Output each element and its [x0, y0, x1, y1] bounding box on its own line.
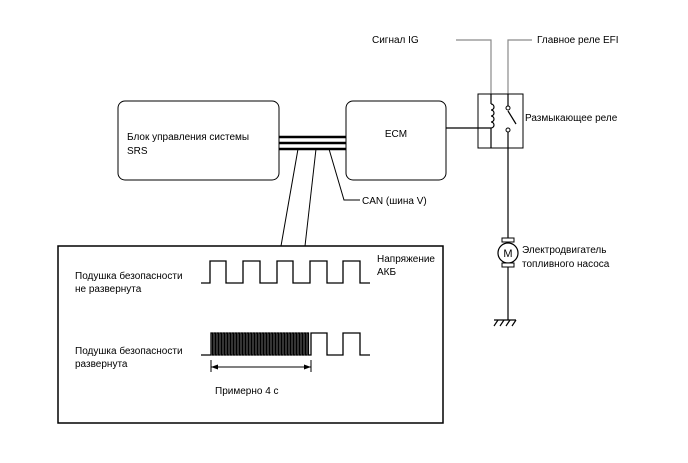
motor-symbol: M	[503, 248, 512, 260]
can-bus-label: CAN (шина V)	[362, 196, 427, 207]
callout-line-left	[280, 148, 299, 247]
ecm-label: ECM	[385, 129, 407, 140]
srs-unit-label-2: SRS	[127, 146, 148, 157]
duration-label: Примерно 4 с	[215, 386, 279, 397]
cutoff-relay-box	[477, 93, 524, 149]
relay-contact-icon	[505, 94, 517, 148]
can-bus-lines	[279, 135, 346, 151]
ig-signal-label: Сигнал IG	[372, 35, 419, 46]
cutoff-relay-label: Размыкающее реле	[525, 113, 618, 124]
fuel-pump-label-2: топливного насоса	[522, 259, 610, 270]
relay-coil-icon	[490, 94, 495, 148]
callout-line-right	[304, 148, 317, 247]
fuel-pump-label-1: Электродвигатель	[522, 245, 606, 256]
not-deployed-label-2: не развернута	[75, 284, 142, 295]
battery-voltage-label-2: АКБ	[377, 267, 396, 278]
not-deployed-label-1: Подушка безопасности	[75, 270, 183, 282]
deployed-label-1: Подушка безопасности	[75, 345, 183, 357]
srs-unit-label-1: Блок управления системы	[127, 132, 249, 143]
duration-dimension	[210, 360, 312, 372]
ig-signal-wire	[456, 39, 492, 94]
deployed-waveform	[201, 332, 370, 356]
srs-unit-box	[117, 100, 280, 181]
fuel-pump-motor-icon: M	[497, 237, 519, 268]
battery-voltage-label-1: Напряжение	[377, 254, 435, 265]
can-bus-leader	[328, 148, 360, 201]
ecm-box	[345, 100, 447, 181]
efi-relay-label: Главное реле EFI	[537, 35, 619, 46]
deployed-label-2: развернута	[75, 359, 128, 370]
ground-icon	[493, 319, 517, 327]
not-deployed-waveform	[201, 260, 370, 284]
efi-relay-wire	[507, 39, 532, 94]
